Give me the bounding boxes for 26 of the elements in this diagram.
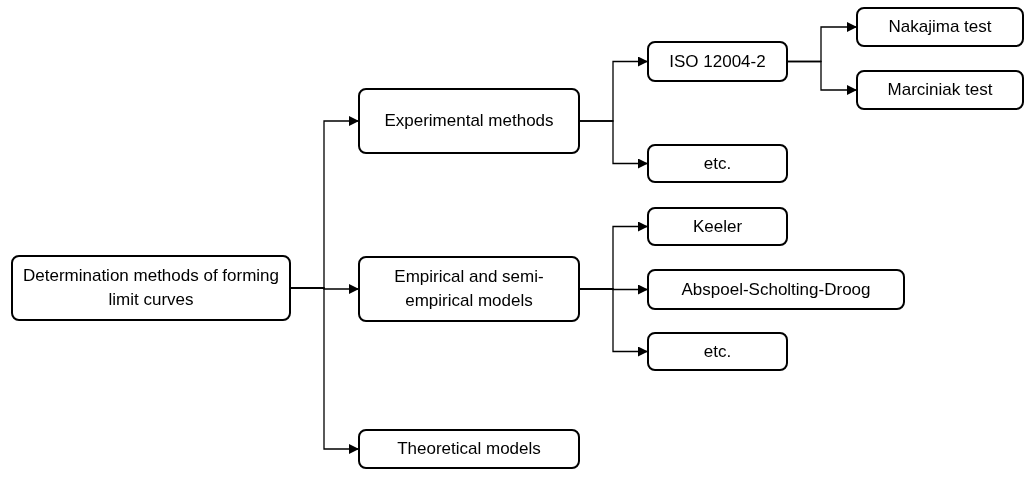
process-box bbox=[647, 332, 788, 371]
arrow bbox=[579, 120, 648, 169]
box-label: etc. bbox=[703, 340, 732, 363]
box-label: etc. bbox=[703, 152, 732, 175]
process-box bbox=[358, 429, 580, 469]
process-box bbox=[856, 70, 1024, 110]
process-box bbox=[647, 41, 788, 82]
arrow bbox=[579, 288, 648, 357]
arrow bbox=[290, 287, 359, 454]
box-label: Abspoel-Scholting-Droog bbox=[681, 278, 871, 301]
process-box bbox=[11, 255, 291, 321]
process-box bbox=[856, 7, 1024, 47]
process-box bbox=[647, 144, 788, 183]
box-label: Keeler bbox=[692, 215, 743, 238]
box-label: Nakajima test bbox=[888, 16, 992, 38]
arrow bbox=[787, 60, 857, 95]
process-box bbox=[647, 269, 905, 310]
box-label: Theoretical models bbox=[397, 438, 541, 460]
process-box bbox=[647, 207, 788, 246]
box-label: Experimental methods bbox=[384, 110, 554, 132]
box-label: Determination methods of forming limit curves bbox=[21, 265, 281, 311]
box-label: ISO 12004-2 bbox=[669, 50, 766, 73]
box-label: Empirical and semi-empirical models bbox=[393, 266, 545, 312]
box-label: Marciniak test bbox=[887, 79, 993, 101]
process-box bbox=[358, 256, 580, 322]
process-box bbox=[358, 88, 580, 154]
